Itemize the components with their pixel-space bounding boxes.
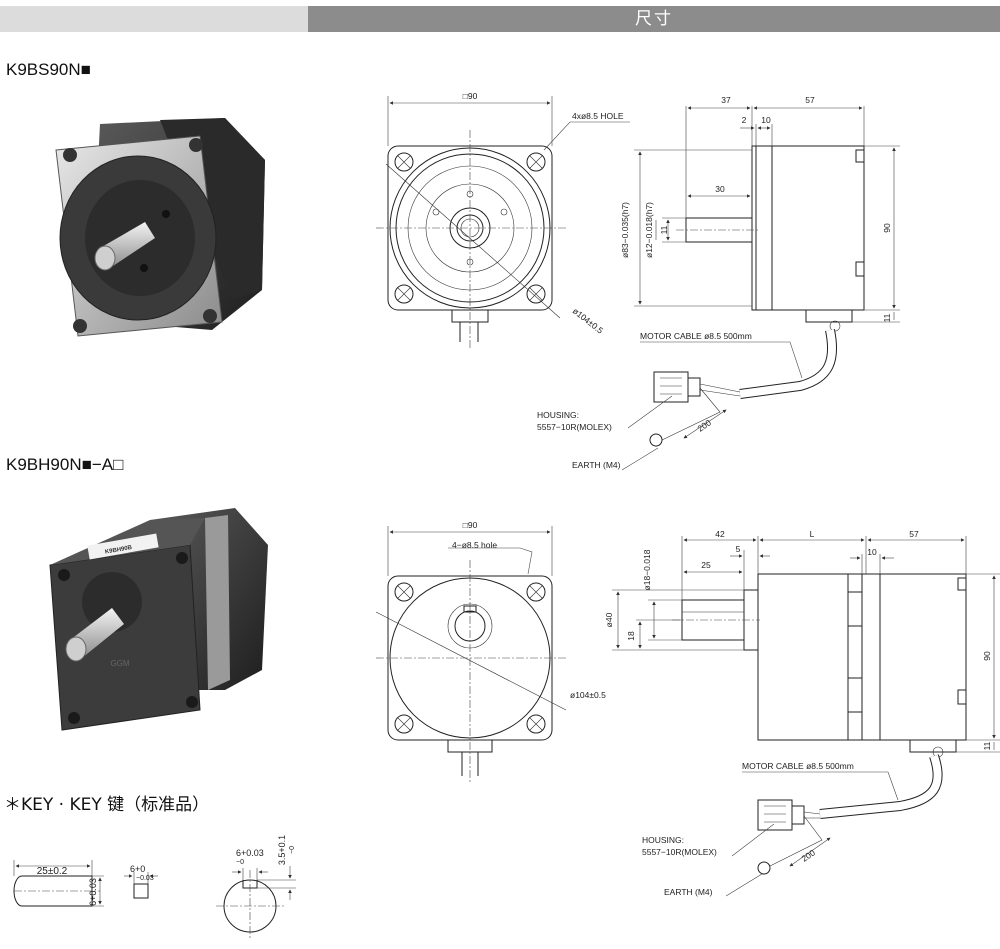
photo-label-text: K9BH90B: [105, 545, 134, 556]
keyway-depth-tol: −0: [289, 846, 296, 854]
bottom-dim-25: 25: [701, 560, 711, 570]
bottom-dim-L: L: [810, 529, 815, 539]
top-dim-37: 37: [721, 95, 731, 105]
bottom-square-label: □90: [463, 520, 478, 530]
bottom-dim-40: ø40: [604, 612, 614, 627]
bottom-dim-11: 11: [982, 741, 992, 750]
bottom-dim-57: 57: [909, 529, 919, 539]
bottom-front-view: [375, 526, 567, 784]
bottom-housing-label-2: 5557−10R(MOLEX): [642, 847, 717, 857]
bottom-dim-10: 10: [867, 547, 877, 557]
bottom-dim-42: 42: [715, 529, 725, 539]
top-dim-30: 30: [715, 184, 725, 194]
top-dim-11-bottom: 11: [882, 313, 892, 322]
bottom-dim-90: 90: [982, 651, 992, 661]
key-width-tol: −0.03: [136, 875, 154, 882]
top-cable-label: MOTOR CABLE ø8.5 500mm: [640, 331, 752, 341]
top-dia-12: ø12−0.018(h7): [644, 202, 654, 258]
header-band-left: [0, 6, 308, 32]
bottom-side-view: [612, 536, 1000, 897]
bottom-housing-label-1: HOUSING:: [642, 835, 684, 845]
motor-photo-top: [55, 118, 265, 337]
motor-photo-bottom: K9BH90B GGM: [49, 508, 268, 731]
top-dim-57: 57: [805, 95, 815, 105]
bottom-pcd-label: ø104±0.5: [570, 690, 606, 700]
top-dim-2: 2: [742, 115, 747, 125]
bottom-dim-18: 18: [626, 631, 636, 641]
top-dia-83: ø83−0.035(h7): [620, 202, 630, 258]
photo-brand-bottom: GGM: [110, 659, 129, 668]
bottom-dia-18: ø18−0.018: [642, 549, 652, 590]
top-dim-90: 90: [882, 223, 892, 233]
top-dim-10: 10: [761, 115, 771, 125]
bottom-hole-label: 4−ø8.5 hole: [452, 540, 497, 550]
section-header: 尺寸: [308, 6, 1000, 32]
top-housing-label-2: 5557−10R(MOLEX): [537, 422, 612, 432]
key-height-label: 6+0.03: [88, 878, 98, 906]
top-front-view: [376, 96, 630, 348]
bottom-earth-label: EARTH (M4): [664, 887, 713, 897]
key-section-title: ＊KEY · KEY 键（标准品）: [4, 795, 210, 815]
top-dim-11-shaft: 11: [659, 225, 669, 234]
top-side-view: [621, 106, 900, 471]
top-hole-label: 4xø8.5 HOLE: [572, 111, 624, 121]
key-drawings: [13, 860, 296, 940]
key-width-label: 6+0: [130, 864, 145, 874]
model-top-title: K9BS90N■: [6, 60, 91, 79]
bottom-cable-label: MOTOR CABLE ø8.5 500mm: [742, 761, 854, 771]
top-pcd-label: ø104±0.5: [571, 306, 606, 336]
keyway-width-label: 6+0.03: [236, 848, 264, 858]
model-bottom-title: K9BH90N■−A□: [6, 455, 124, 474]
keyway-width-tol: −0: [236, 859, 244, 866]
top-earth-label: EARTH (M4): [572, 460, 621, 470]
top-square-label: □90: [463, 91, 478, 101]
keyway-depth-label: 3.5+0.1: [277, 835, 287, 865]
top-housing-label-1: HOUSING:: [537, 410, 579, 420]
bottom-dim-5: 5: [736, 544, 741, 554]
key-length-label: 25±0.2: [37, 866, 68, 877]
top-len-200: 200: [696, 417, 714, 433]
